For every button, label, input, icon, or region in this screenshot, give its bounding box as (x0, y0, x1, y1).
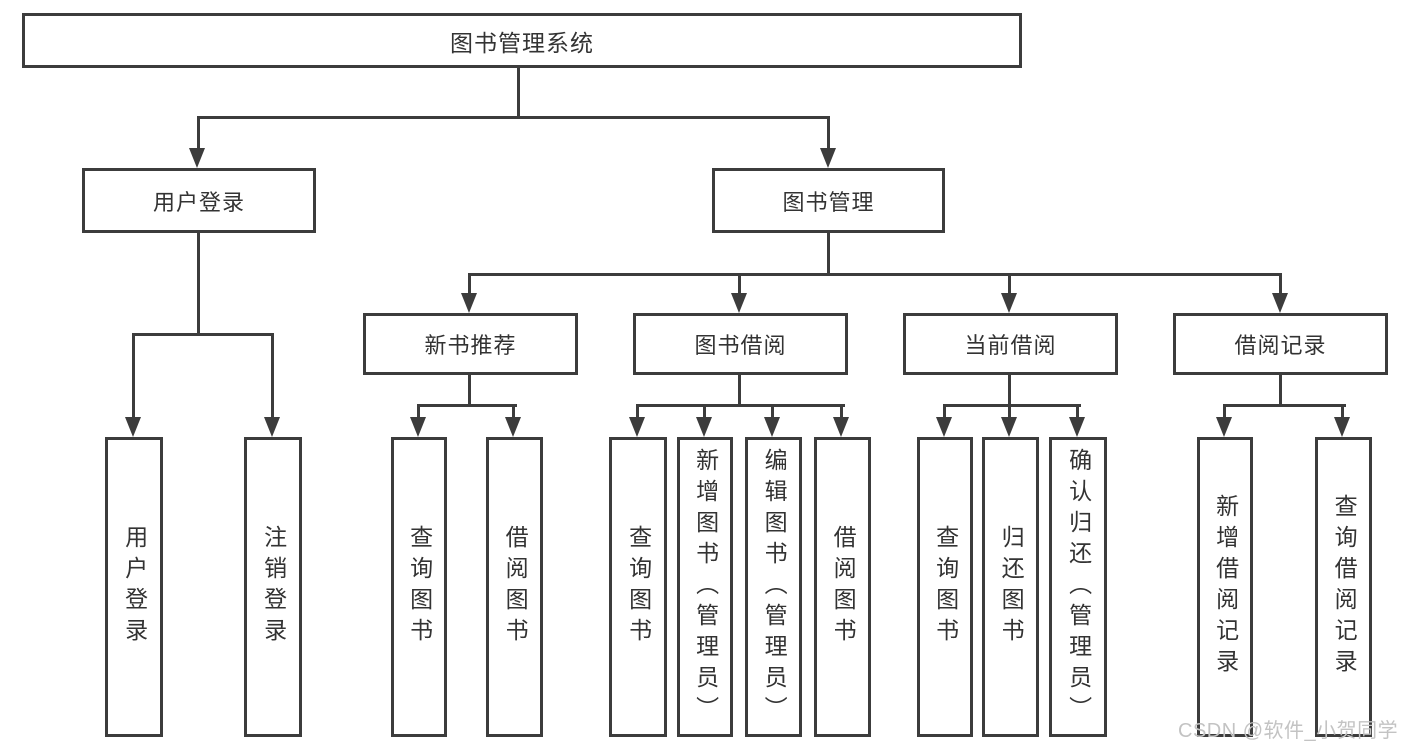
connector-line-v (703, 404, 706, 420)
node-label: 新书推荐 (424, 333, 517, 358)
node-label: 借阅图书 (830, 525, 857, 649)
node-label: 新增图书（管理员） (692, 447, 719, 727)
leaf-return-books: 归还图书 (982, 437, 1039, 737)
leaf-add-book-admin: 新增图书（管理员） (677, 437, 733, 737)
connector-line-v (1008, 273, 1011, 295)
connector-line-h (943, 404, 1081, 407)
connector-line-v (1223, 404, 1226, 420)
connector-line-h (417, 404, 517, 407)
arrow-down-icon (764, 417, 780, 437)
arrow-down-icon (1334, 417, 1350, 437)
leaf-query-books-borrowing: 查询图书 (609, 437, 667, 737)
arrow-down-icon (1216, 417, 1232, 437)
node-label: 用户登录 (121, 525, 148, 649)
node-label: 图书管理系统 (450, 29, 594, 56)
connector-line-h (197, 116, 830, 119)
node-book-management-system: 图书管理系统 (22, 13, 1022, 68)
connector-line-v (738, 373, 741, 407)
connector-line-v (468, 273, 471, 295)
connector-line-h (468, 273, 1282, 276)
leaf-query-borrow-record: 查询借阅记录 (1315, 437, 1372, 737)
connector-line-v (468, 373, 471, 407)
node-label: 注销登录 (260, 525, 287, 649)
leaf-borrow-books-borrowing: 借阅图书 (814, 437, 871, 737)
connector-line-v (197, 116, 200, 150)
arrow-down-icon (125, 417, 141, 437)
node-label: 用户登录 (152, 189, 245, 215)
node-book-management: 图书管理 (712, 168, 945, 233)
connector-line-v (132, 333, 135, 419)
connector-line-v (1279, 273, 1282, 295)
connector-line-v (1008, 373, 1011, 407)
node-label: 图书借阅 (694, 333, 787, 358)
node-label: 当前借阅 (964, 333, 1057, 358)
connector-line-v (840, 404, 843, 420)
node-borrowing-records: 借阅记录 (1173, 313, 1388, 375)
arrow-down-icon (936, 417, 952, 437)
node-label: 借阅记录 (1234, 333, 1327, 358)
arrow-down-icon (505, 417, 521, 437)
arrow-down-icon (629, 417, 645, 437)
leaf-edit-book-admin: 编辑图书（管理员） (745, 437, 802, 737)
node-user-login: 用户登录 (82, 168, 316, 233)
leaf-logout: 注销登录 (244, 437, 302, 737)
connector-line-v (738, 273, 741, 295)
connector-line-h (1223, 404, 1346, 407)
node-label: 查询图书 (406, 525, 433, 649)
arrow-down-icon (820, 148, 836, 168)
leaf-confirm-return-admin: 确认归还（管理员） (1049, 437, 1107, 737)
leaf-user-login: 用户登录 (105, 437, 163, 737)
node-label: 借阅图书 (502, 525, 529, 649)
connector-line-v (197, 231, 200, 336)
arrow-down-icon (1069, 417, 1085, 437)
connector-line-h (636, 404, 845, 407)
arrow-down-icon (1001, 417, 1017, 437)
connector-line-v (636, 404, 639, 420)
node-label: 图书管理 (782, 189, 875, 215)
connector-line-v (827, 231, 830, 275)
arrow-down-icon (731, 293, 747, 313)
connector-line-v (417, 404, 420, 420)
connector-line-v (827, 116, 830, 150)
leaf-query-books-recommend: 查询图书 (391, 437, 447, 737)
connector-line-h (132, 333, 274, 336)
leaf-add-borrow-record: 新增借阅记录 (1197, 437, 1253, 737)
connector-line-v (1341, 404, 1344, 420)
arrow-down-icon (410, 417, 426, 437)
node-label: 新增借阅记录 (1212, 494, 1239, 680)
arrow-down-icon (189, 148, 205, 168)
connector-line-v (271, 333, 274, 419)
connector-line-v (512, 404, 515, 420)
arrow-down-icon (1272, 293, 1288, 313)
arrow-down-icon (264, 417, 280, 437)
watermark: CSDN @软件_小贺同学 (1178, 720, 1399, 742)
connector-line-v (1008, 404, 1011, 420)
arrow-down-icon (461, 293, 477, 313)
node-book-borrowing: 图书借阅 (633, 313, 848, 375)
connector-line-v (771, 404, 774, 420)
arrow-down-icon (696, 417, 712, 437)
leaf-borrow-books-recommend: 借阅图书 (486, 437, 543, 737)
arrow-down-icon (833, 417, 849, 437)
node-label: 确认归还（管理员） (1065, 447, 1092, 727)
connector-line-v (517, 68, 520, 118)
leaf-query-books-current: 查询图书 (917, 437, 973, 737)
node-current-borrowing: 当前借阅 (903, 313, 1118, 375)
node-label: 查询图书 (932, 525, 959, 649)
connector-line-v (1279, 373, 1282, 407)
node-label: 查询图书 (625, 525, 652, 649)
node-new-book-recommendation: 新书推荐 (363, 313, 578, 375)
arrow-down-icon (1001, 293, 1017, 313)
node-label: 编辑图书（管理员） (761, 447, 788, 727)
node-label: 查询借阅记录 (1331, 494, 1358, 680)
node-label: 归还图书 (998, 525, 1025, 649)
connector-line-v (1076, 404, 1079, 420)
connector-line-v (943, 404, 946, 420)
